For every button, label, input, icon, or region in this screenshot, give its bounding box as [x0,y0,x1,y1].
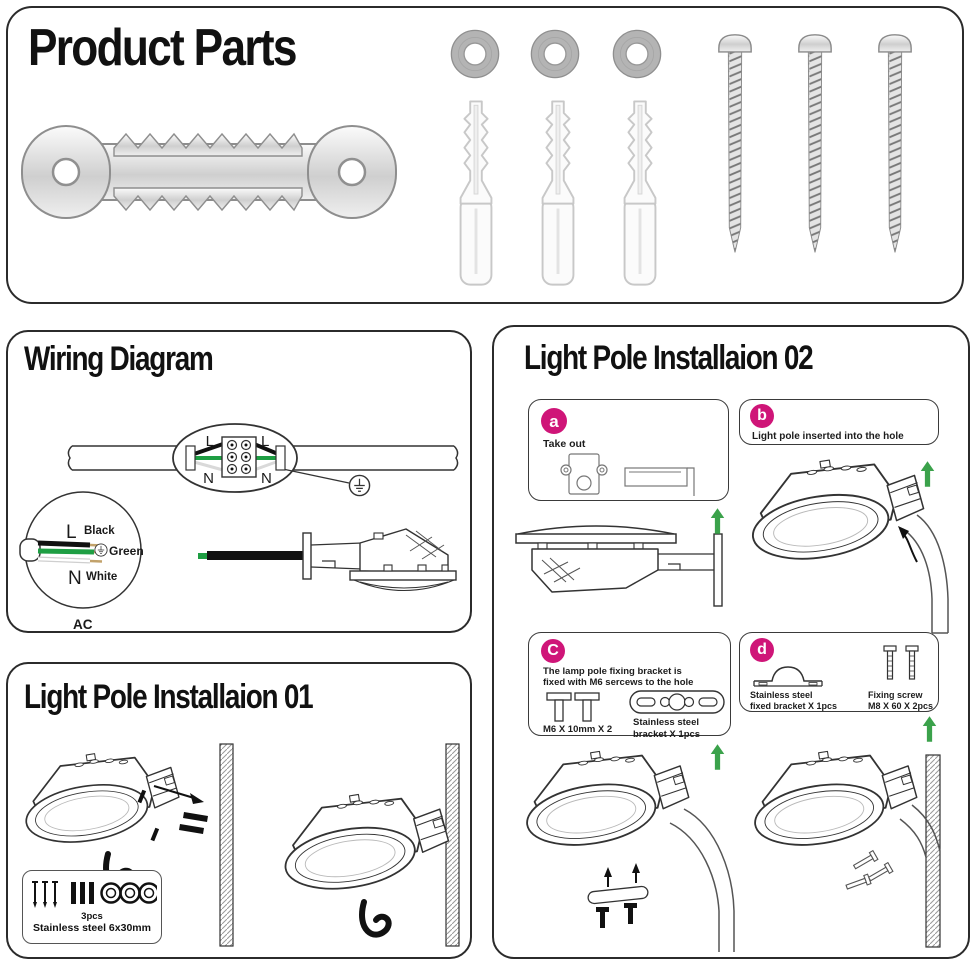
washer-icon [613,30,660,77]
step-caption-c: The lamp pole fixing bracket is fixed wi… [543,666,694,688]
screw-icon [879,35,911,253]
step-box-c: C The lamp pole fixing bracket is fixed … [528,632,731,740]
install02-title: Light Pole Installaion 02 [524,339,814,377]
fixing-screw-label: Fixing screw M8 X 60 X 2pcs [868,690,934,712]
step-caption-b: Light pole inserted into the hole [752,431,904,442]
washer-icon [531,30,578,77]
sawtooth-bracket-icon [21,125,397,219]
fixing-screw-icons [883,645,919,680]
small-screw-icons [32,881,58,902]
step-badge-a: a [541,408,567,434]
bolt-icons [546,692,600,722]
parts-box-qty: 3pcs [81,911,103,922]
bracket-plate-label: Stainless steel bracket X 1pcs [633,717,701,740]
step-box-d: d Stainless steel fixed bracket X 1pcs F… [739,632,939,712]
wire-detail-circle: L Black Green N White AC [19,491,144,632]
screw-icon [799,35,831,253]
up-arrow-small-icon [632,863,640,873]
label-line-letter: L [66,522,77,543]
clamp-bracket-icon [753,666,823,687]
light-pole [902,514,949,633]
bolt-bar-icons [71,882,94,904]
label-ground-color: Green [109,544,144,558]
light-pole [669,808,735,952]
lamp-illustration [16,742,182,851]
terminal-label-l-left: L [206,433,214,450]
wall-strip-icon [219,743,234,947]
bracket-parts-illustration [560,453,695,496]
product-parts-title: Product Parts [28,19,297,77]
terminal-label-n-right: N [261,470,272,487]
lamp-illustration [275,782,452,899]
lamp-pole-illustration-b [742,447,949,634]
wall-anchor-icon [461,101,492,284]
up-arrow-icon [711,508,725,534]
step-badge-d: d [750,638,774,662]
bracket-plate-icon [629,690,725,714]
label-ac: AC [73,617,93,632]
up-arrow-icon [923,716,937,742]
up-arrow-small-icon [604,867,612,877]
step-badge-c: C [541,639,565,663]
ground-icon [94,543,108,557]
bolt-label: M6 X 10mm X 2 [543,724,613,735]
parts-box-icons [32,881,157,908]
step-box-a: a Take out [528,399,729,501]
screw-bar-icon [183,812,208,822]
fixture-side-illustration [198,528,457,591]
lamp-illustration [744,739,920,855]
label-neutral-color: White [86,571,117,583]
power-cable [359,899,392,938]
lamp-side-illustration [515,525,723,607]
lamp-pole-mounted-illustration [744,739,941,948]
screw-bar-icon [179,824,204,834]
wall-anchor-icon [543,101,574,284]
panel-install01: Light Pole Installaion 01 [6,662,472,959]
panel-wiring: Wiring Diagram L [6,330,472,633]
parts-box: 3pcs Stainless steel 6x30mm [22,870,162,944]
pole-strip-icon [925,754,941,948]
screw-icon [719,35,751,253]
wall-anchor-icon [625,101,656,284]
lamp-illustration [742,447,927,569]
terminal-label-l-right: L [261,433,269,450]
label-line-color: Black [84,525,115,537]
wiring-title: Wiring Diagram [24,340,214,378]
ground-icon [348,474,371,497]
lamp-bracket-install-illustration [516,739,735,952]
step-box-b: b Light pole inserted into the hole [739,399,939,445]
step-badge-b: b [750,404,774,428]
up-arrow-icon [921,461,935,487]
step-caption-a: Take out [543,438,586,450]
washer-icon [451,30,498,77]
terminal-label-n-left: N [203,470,214,487]
light-pole [899,804,941,858]
clamp-bracket-label: Stainless steel fixed bracket X 1pcs [750,690,838,712]
lamp-illustration [516,739,692,855]
panel-product-parts: Product Parts [6,6,964,304]
panel-install02: Light Pole Installaion 02 a Take out b L… [492,325,970,959]
parts-box-spec: Stainless steel 6x30mm [33,922,151,934]
up-arrow-icon [711,744,725,770]
washer-ring-icons [100,882,157,904]
label-neutral-letter: N [68,568,82,589]
bracket-plate-icon [587,885,649,905]
bolt-icons [596,903,637,928]
arrow-icon [190,793,204,804]
install01-title: Light Pole Installaion 01 [24,678,314,716]
install01-scene [16,742,460,947]
wall-strip-icon [445,743,460,947]
cable-terminal-diagram: L L N N [67,423,459,497]
loose-screw-icons [845,849,894,890]
